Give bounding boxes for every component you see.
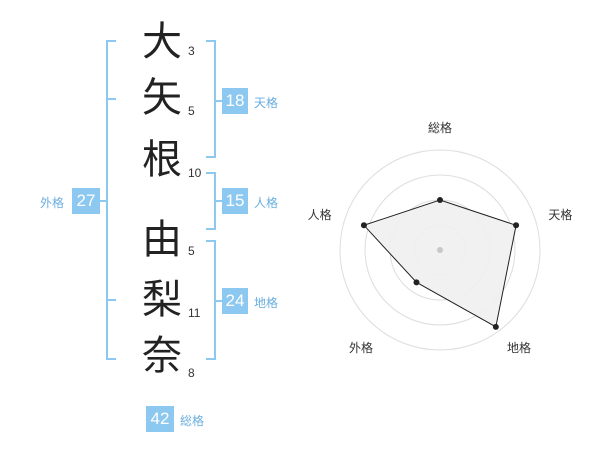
gaikaku-bracket-tick-bottom (106, 299, 116, 301)
chikaku-connector (216, 300, 222, 302)
name-char-2: 矢 (142, 75, 182, 121)
tenkaku-value: 18 (222, 88, 248, 114)
stroke-count-2: 5 (188, 104, 195, 118)
gaikaku-bracket (106, 40, 116, 360)
jinkaku-label: 人格 (254, 196, 279, 210)
chikaku-value: 24 (222, 288, 248, 314)
name-char-6: 奈 (142, 333, 182, 379)
gaikaku-label: 外格 (40, 196, 65, 210)
stroke-count-4: 5 (188, 244, 195, 258)
radar-ring-3 (364, 174, 516, 326)
radar-point-4 (360, 222, 367, 229)
tenkaku-label: 天格 (254, 96, 279, 110)
radar-point-3 (413, 279, 420, 286)
gaikaku-bracket-tick-top (106, 98, 116, 100)
jinkaku-bracket (206, 172, 216, 230)
radar-point-2 (492, 323, 499, 330)
jinkaku-connector (216, 200, 222, 202)
soukaku-label: 総格 (180, 414, 205, 428)
radar-points (360, 197, 520, 330)
jinkaku-value: 15 (222, 188, 248, 214)
gaikaku-value: 27 (72, 188, 100, 214)
name-char-3: 根 (142, 137, 182, 183)
name-char-1: 大 (142, 19, 182, 65)
chikaku-label: 地格 (254, 296, 279, 310)
radar-axis-label-0: 総格 (428, 120, 452, 135)
stroke-count-5: 11 (188, 306, 201, 320)
tenkaku-bracket (206, 40, 216, 158)
radar-axis-label-2: 地格 (507, 340, 531, 355)
stroke-count-3: 10 (188, 166, 202, 180)
radar-point-1 (513, 222, 520, 229)
radar-point-0 (437, 197, 443, 203)
chikaku-bracket (206, 240, 216, 360)
radar-ring-4 (339, 149, 541, 351)
radar-area (363, 199, 517, 328)
radar-axis-label-3: 外格 (349, 340, 373, 355)
radar-axis-label-4: 人格 (308, 207, 332, 222)
stroke-count-6: 8 (188, 366, 195, 380)
tenkaku-connector (216, 100, 222, 102)
radar-center-dot (437, 247, 443, 253)
stroke-count-1: 3 (188, 44, 195, 58)
soukaku-value: 42 (146, 406, 174, 432)
radar-axis-label-1: 天格 (548, 207, 572, 222)
name-char-4: 由 (142, 217, 182, 263)
name-char-5: 梨 (142, 277, 182, 323)
gaikaku-connector (100, 200, 106, 202)
